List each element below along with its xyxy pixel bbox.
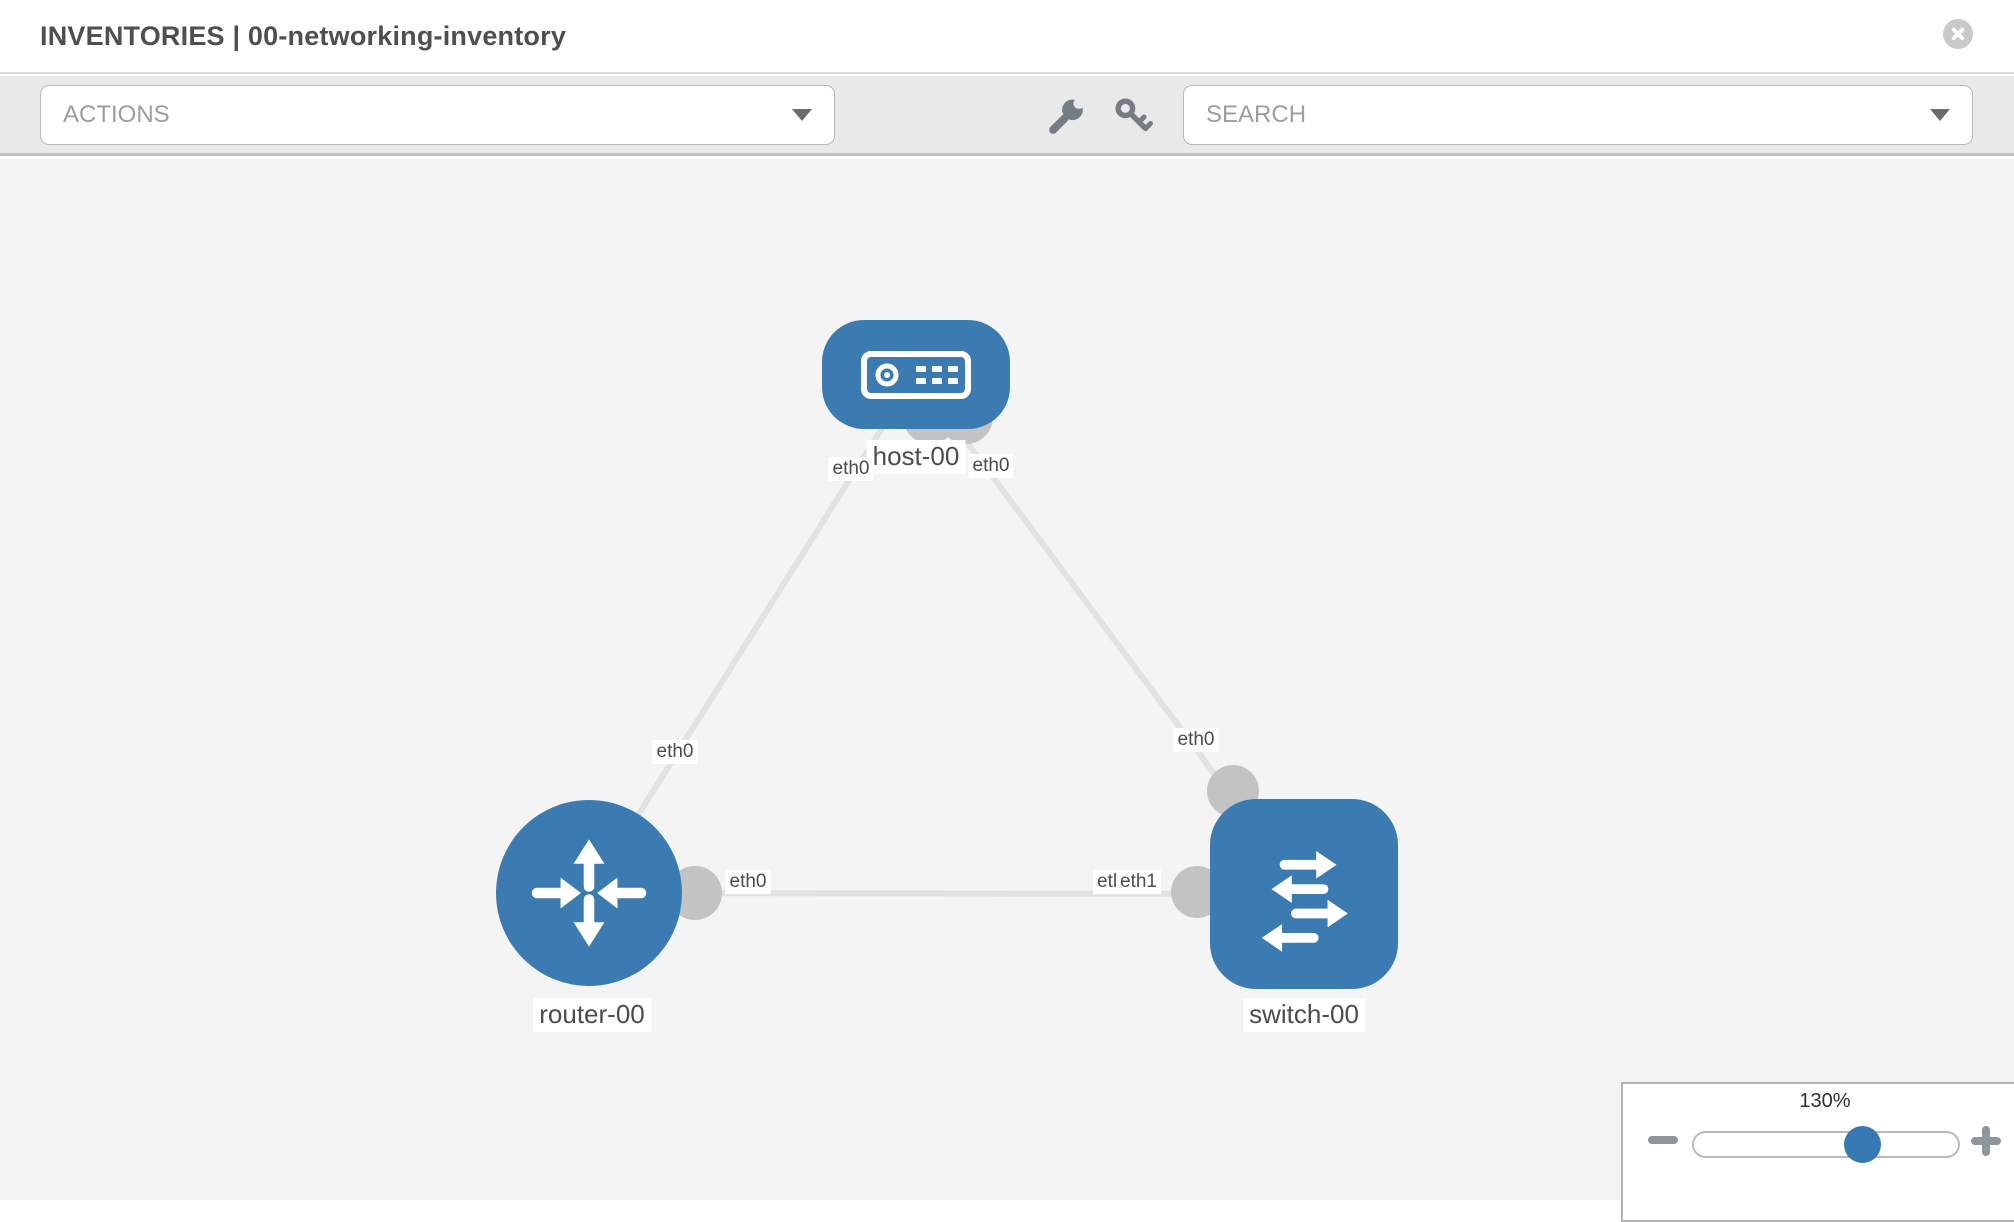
- interface-label: eth0: [652, 740, 698, 764]
- key-icon: [1115, 98, 1153, 132]
- wrench-icon: [1049, 97, 1085, 134]
- interface-label: eth0: [725, 870, 771, 894]
- interface-label: eth0: [1173, 728, 1219, 752]
- zoom-in-button[interactable]: [1969, 1124, 2003, 1158]
- plus-icon: [1982, 1126, 1990, 1156]
- toolbar: ACTIONS SEARCH: [0, 76, 2014, 156]
- topology-canvas[interactable]: host-00 router-00 switch-00 eth0 eth0 et…: [0, 159, 2014, 1200]
- node-switch-00[interactable]: [1210, 799, 1398, 989]
- interface-label: eth0: [968, 454, 1014, 478]
- zoom-slider-knob[interactable]: [1844, 1126, 1881, 1163]
- actions-dropdown[interactable]: ACTIONS: [40, 85, 835, 145]
- host-icon: [861, 350, 971, 399]
- node-label-host-00: host-00: [866, 440, 966, 474]
- chevron-down-icon: [792, 109, 812, 121]
- zoom-slider[interactable]: [1692, 1126, 1960, 1163]
- switch-icon: [1261, 850, 1348, 952]
- links-layer: [586, 372, 1307, 920]
- close-icon: [1943, 19, 1973, 49]
- zoom-panel: 130%: [1621, 1082, 2014, 1222]
- zoom-level: 130%: [1799, 1090, 1851, 1112]
- router-icon: [531, 839, 647, 947]
- node-label-switch-00: switch-00: [1243, 998, 1365, 1032]
- minus-icon: [1648, 1136, 1678, 1144]
- configure-button[interactable]: [1043, 94, 1089, 140]
- node-label-router-00: router-00: [533, 998, 651, 1032]
- search-dropdown-label: SEARCH: [1206, 101, 1307, 128]
- node-host-00[interactable]: [822, 320, 1010, 429]
- search-dropdown[interactable]: SEARCH: [1183, 85, 1973, 145]
- close-button[interactable]: [1943, 19, 1973, 49]
- actions-dropdown-label: ACTIONS: [63, 101, 170, 128]
- interface-label: eth0: [828, 457, 874, 481]
- zoom-out-button[interactable]: [1647, 1128, 1681, 1152]
- header: INVENTORIES | 00-networking-inventory: [0, 0, 2014, 74]
- credentials-button[interactable]: [1111, 94, 1157, 140]
- page-title: INVENTORIES | 00-networking-inventory: [40, 21, 567, 51]
- interface-endpoint: [668, 866, 722, 920]
- interface-label: eth1: [1116, 870, 1161, 894]
- node-router-00[interactable]: [496, 800, 682, 986]
- chevron-down-icon: [1930, 109, 1950, 121]
